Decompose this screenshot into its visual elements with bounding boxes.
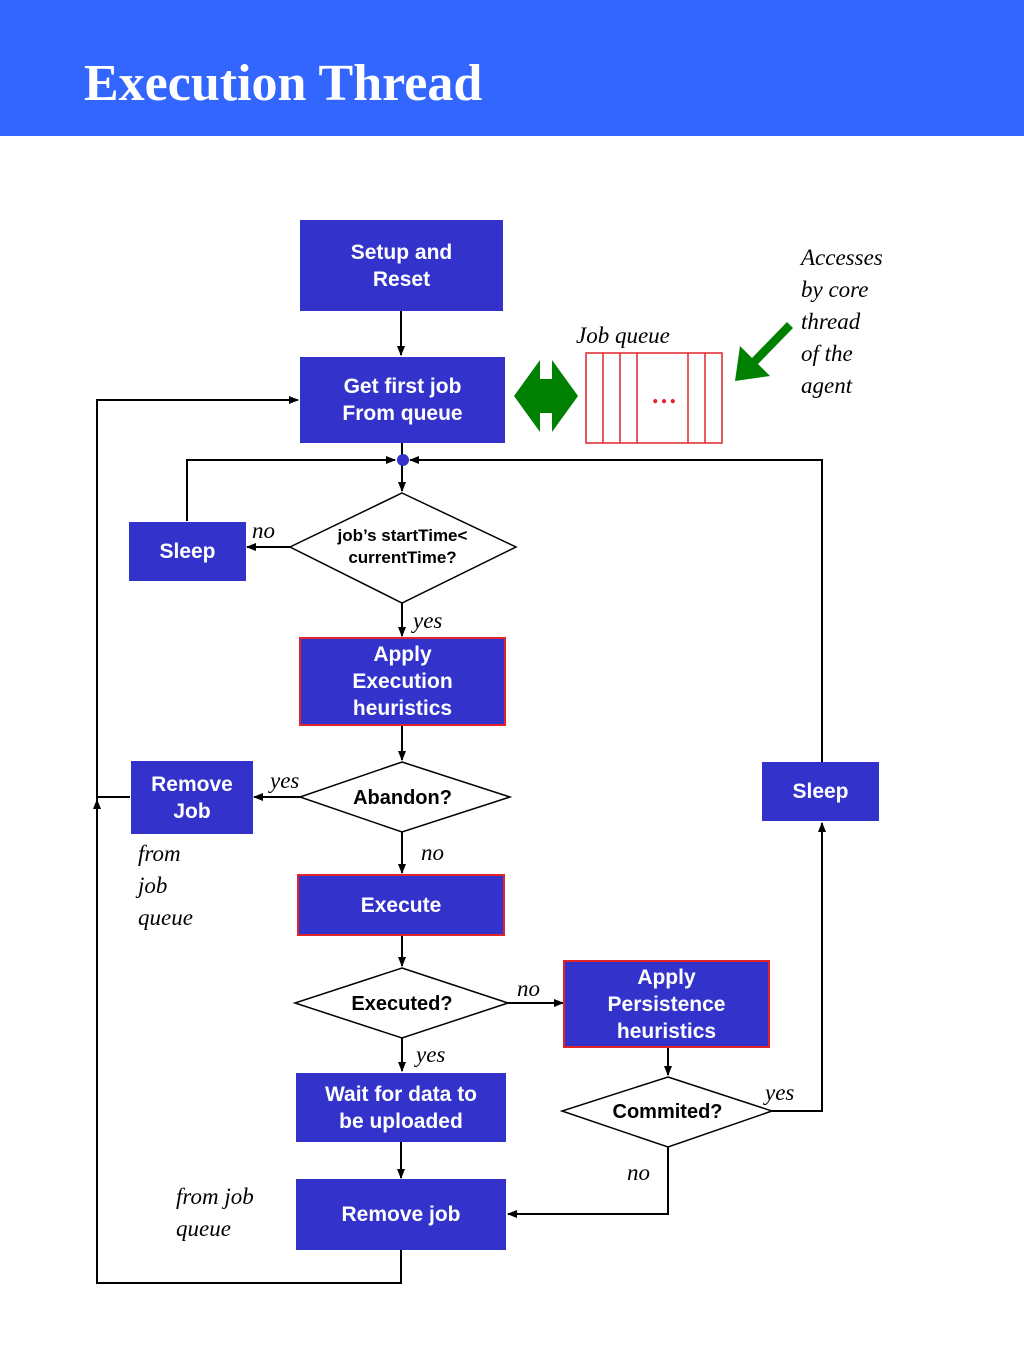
apply-execution-heuristics-box: Apply Execution heuristics — [299, 637, 506, 726]
label-no-start-time: no — [252, 518, 275, 543]
apply-persistence-heuristics-box: Apply Persistence heuristics — [563, 960, 770, 1048]
setup-reset-box: Setup and Reset — [300, 220, 503, 311]
label-no-commited: no — [627, 1160, 650, 1185]
label-no-abandon: no — [421, 840, 444, 865]
sleep-right-box: Sleep — [762, 762, 879, 821]
arrow-no-to-remove-bottom — [507, 1147, 669, 1218]
decision-start-time-shape — [288, 492, 518, 604]
label-no-executed: no — [517, 976, 540, 1001]
label-yes-commited: yes — [765, 1080, 795, 1105]
job-queue-label: Job queue — [576, 323, 670, 348]
arrow-yes-to-sleep-right — [772, 822, 826, 1112]
accesses-note: Accesses by core thread of the agent — [801, 245, 883, 398]
execute-box: Execute — [297, 874, 505, 936]
wait-for-upload-box: Wait for data to be uploaded — [296, 1073, 506, 1142]
decision-commited-label: Commited? — [612, 1100, 723, 1123]
loop-remove-to-getjob — [96, 396, 402, 1284]
get-first-job-box: Get first job From queue — [300, 357, 505, 443]
junction-dot — [397, 454, 409, 466]
decision-executed-label: Executed? — [351, 992, 453, 1015]
label-yes-start-time: yes — [413, 608, 443, 633]
green-double-arrow-icon — [514, 360, 578, 432]
page-title: Execution Thread — [84, 55, 483, 112]
sleep-left-box: Sleep — [129, 522, 246, 581]
loop-sleep-right-to-junction — [409, 456, 823, 762]
decision-start-time-label: job’s startTime< currentTime? — [337, 526, 468, 567]
green-arrow-icon — [735, 322, 793, 381]
from-job-queue-note-1: from job queue — [138, 841, 193, 930]
decision-abandon-label: Abandon? — [353, 786, 452, 809]
job-queue-shape — [585, 352, 723, 444]
from-job-queue-note-2: from job queue — [176, 1184, 254, 1241]
label-yes-executed: yes — [416, 1042, 446, 1067]
remove-job-left-box: Remove Job — [131, 761, 253, 834]
label-yes-abandon: yes — [270, 768, 300, 793]
decision-commited-shape — [559, 1076, 775, 1148]
loop-sleep-to-junction — [186, 456, 396, 521]
decision-abandon-shape — [297, 761, 513, 833]
decision-executed-shape — [292, 967, 511, 1039]
header-bar — [0, 0, 1024, 136]
job-queue-ellipsis: … — [651, 380, 677, 409]
remove-job-bottom-box: Remove job — [296, 1179, 506, 1250]
